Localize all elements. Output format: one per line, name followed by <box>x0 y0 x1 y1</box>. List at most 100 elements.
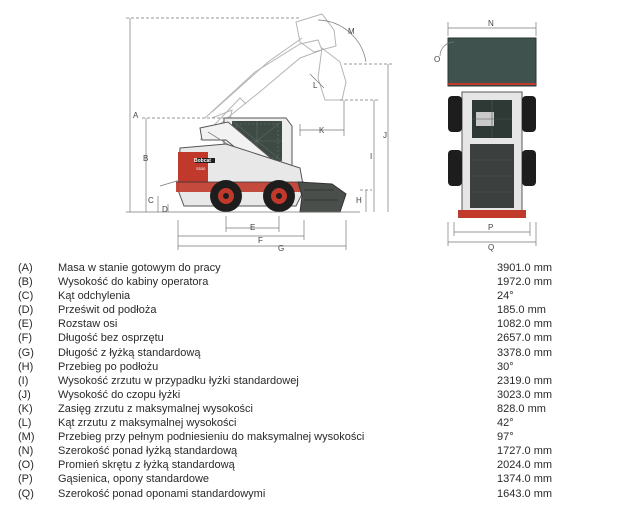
spec-value: 1972.0 mm <box>497 276 553 289</box>
spec-value: 2657.0 mm <box>497 332 553 345</box>
spec-code: (E) <box>18 318 33 331</box>
spec-label: Kąt odchylenia <box>58 290 131 303</box>
spec-code: (P) <box>18 473 33 486</box>
spec-row: (A) Masa w stanie gotowym do pracy 3901.0 … <box>18 261 608 275</box>
spec-label: Szerokość ponad oponami standardowymi <box>58 487 266 500</box>
label-a: A <box>133 111 139 120</box>
front-wheels <box>448 96 536 186</box>
spec-label: Wysokość do kabiny operatora <box>58 276 209 289</box>
spec-code: (J) <box>18 388 31 401</box>
spec-row: (O) Promień skrętu z łyżką standardową 202… <box>18 458 608 472</box>
spec-code: (H) <box>18 360 34 373</box>
spec-value: 185.0 mm <box>497 304 546 317</box>
spec-row: (N) Szerokość ponad łyżką standardową 1727… <box>18 444 608 458</box>
spec-label: Wysokość zrzutu w przypadku łyżki standa… <box>58 374 299 387</box>
spec-code: (Q) <box>18 487 34 500</box>
spec-code: (N) <box>18 445 34 458</box>
label-m: M <box>348 27 355 36</box>
label-j: J <box>383 131 387 140</box>
spec-label: Wysokość do czopu łyżki <box>58 388 181 401</box>
spec-value: 97° <box>497 431 514 444</box>
spec-row: (B) Wysokość do kabiny operatora 1972.0 mm <box>18 275 608 289</box>
spec-label: Prześwit od podłoża <box>58 304 157 317</box>
front-dimension-lines <box>439 22 537 246</box>
front-labels: N O P Q <box>434 19 494 252</box>
spec-value: 1082.0 mm <box>497 318 553 331</box>
side-labels: A B C D E F G H I J K L M <box>133 27 387 253</box>
spec-row: (E) Rozstaw osi 1082.0 mm <box>18 317 608 331</box>
spec-list: (A) Masa w stanie gotowym do pracy 3901.0 … <box>18 261 608 501</box>
spec-row: (Q) Szerokość ponad oponami standardowymi… <box>18 487 608 501</box>
model-decal: S530 <box>196 166 206 171</box>
spec-label: Długość z łyżką standardową <box>58 346 201 359</box>
label-d: D <box>162 205 168 214</box>
side-view: Bobcat S530 <box>126 13 392 253</box>
spec-code: (L) <box>18 417 32 430</box>
spec-code: (O) <box>18 459 34 472</box>
spec-row: (P) Gąsienica, opony standardowe 1374.0 mm <box>18 472 608 486</box>
label-e: E <box>250 223 255 232</box>
rear-wheel <box>210 180 242 212</box>
spec-row: (G) Długość z łyżką standardową 3378.0 mm <box>18 346 608 360</box>
spec-code: (B) <box>18 276 33 289</box>
label-i: I <box>370 152 372 161</box>
spec-code: (D) <box>18 304 34 317</box>
spec-value: 24° <box>497 290 514 303</box>
spec-row: (J) Wysokość do czopu łyżki 3023.0 mm <box>18 388 608 402</box>
spec-code: (C) <box>18 290 34 303</box>
spec-label: Promień skrętu z łyżką standardową <box>58 459 235 472</box>
spec-label: Kąt zrzutu z maksymalnej wysokości <box>58 417 237 430</box>
spec-label: Szerokość ponad łyżką standardową <box>58 445 238 458</box>
spec-value: 3901.0 mm <box>497 262 553 274</box>
label-b: B <box>143 154 148 163</box>
spec-code: (K) <box>18 402 33 415</box>
spec-row: (I) Wysokość zrzutu w przypadku łyżki sta… <box>18 374 608 388</box>
front-view: N O P Q <box>434 19 537 252</box>
spec-value: 3023.0 mm <box>497 388 553 401</box>
spec-row: (C) Kąt odchylenia 24° <box>18 289 608 303</box>
spec-label: Przebieg przy pełnym podniesieniu do mak… <box>58 431 365 444</box>
label-c: C <box>148 196 154 205</box>
spec-value: 1643.0 mm <box>497 487 553 500</box>
spec-label: Rozstaw osi <box>58 318 118 331</box>
side-dimension-lines <box>126 17 392 250</box>
spec-label: Zasięg zrzutu z maksymalnej wysokości <box>58 402 254 415</box>
spec-row: (D) Prześwit od podłoża 185.0 mm <box>18 303 608 317</box>
spec-code: (A) <box>18 262 33 274</box>
spec-row: (H) Przebieg po podłożu 30° <box>18 360 608 374</box>
spec-value: 3378.0 mm <box>497 346 553 359</box>
front-bucket <box>447 37 537 87</box>
spec-row: (K) Zasięg zrzutu z maksymalnej wysokości… <box>18 402 608 416</box>
label-f: F <box>258 236 263 245</box>
label-k: K <box>319 126 325 135</box>
front-wheel <box>263 180 295 212</box>
label-g: G <box>278 244 284 253</box>
spec-code: (F) <box>18 332 33 345</box>
brand-decal: Bobcat <box>194 158 211 164</box>
label-h: H <box>356 196 362 205</box>
label-p: P <box>488 223 493 232</box>
spec-code: (G) <box>18 346 34 359</box>
spec-row: (F) Długość bez osprzętu 2657.0 mm <box>18 331 608 345</box>
label-q: Q <box>488 243 494 252</box>
spec-code: (I) <box>18 374 29 387</box>
spec-value: 1374.0 mm <box>497 473 553 486</box>
spec-code: (M) <box>18 431 35 444</box>
spec-value: 30° <box>497 360 514 373</box>
spec-label: Przebieg po podłożu <box>58 360 159 373</box>
label-o: O <box>434 55 440 64</box>
spec-value: 2319.0 mm <box>497 374 553 387</box>
spec-value: 828.0 mm <box>497 402 546 415</box>
spec-row: (L) Kąt zrzutu z maksymalnej wysokości 42° <box>18 416 608 430</box>
bucket <box>297 181 347 213</box>
spec-value: 2024.0 mm <box>497 459 553 472</box>
dimension-diagram: Bobcat S530 <box>126 13 537 253</box>
spec-label: Gąsienica, opony standardowe <box>58 473 210 486</box>
spec-value: 42° <box>497 417 514 430</box>
label-l: L <box>313 81 318 90</box>
label-n: N <box>488 19 494 28</box>
spec-label: Masa w stanie gotowym do pracy <box>58 262 221 274</box>
front-machine <box>458 91 526 218</box>
spec-value: 1727.0 mm <box>497 445 553 458</box>
spec-label: Długość bez osprzętu <box>58 332 164 345</box>
